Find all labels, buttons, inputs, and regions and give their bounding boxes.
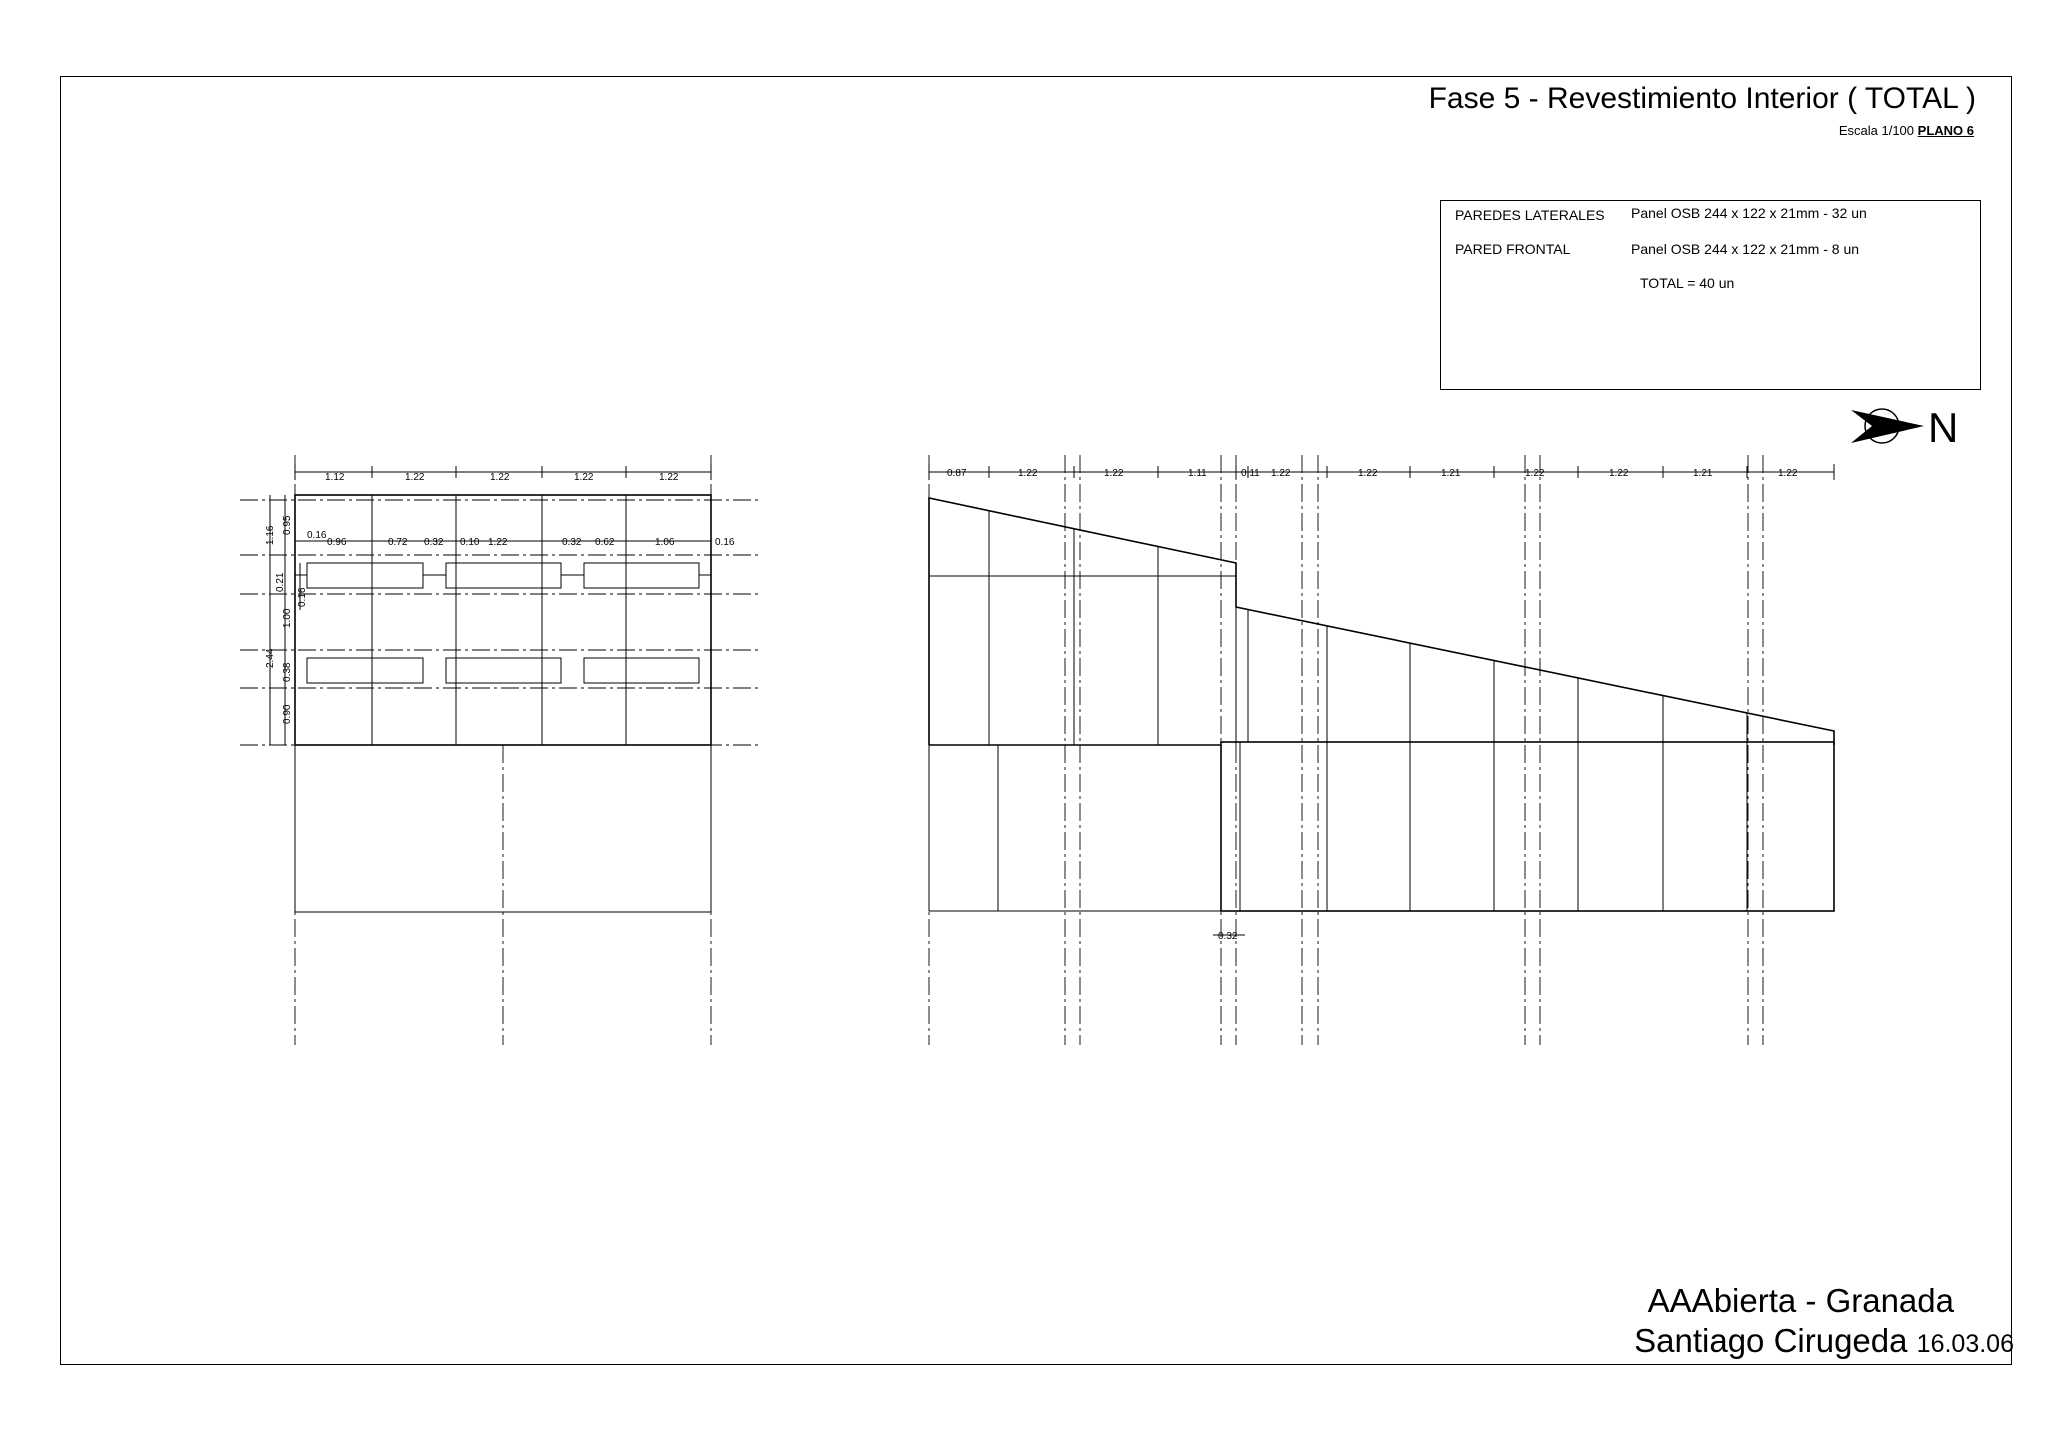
dim-label: 0.87 xyxy=(947,468,967,479)
dim-label: 0.38 xyxy=(282,662,293,682)
footer-project: AAAbierta - Granada xyxy=(1647,1282,1954,1319)
dim-label: 1.22 xyxy=(574,472,594,483)
dim-label: 1.22 xyxy=(1778,468,1798,479)
dim-label: 1.00 xyxy=(282,608,293,628)
drawing-sheet-border xyxy=(60,76,2012,1365)
plan-number: PLANO 6 xyxy=(1917,123,1974,138)
footer-author: Santiago Cirugeda xyxy=(1634,1322,1908,1359)
drawing-title: Fase 5 - Revestimiento Interior ( TOTAL … xyxy=(1428,82,1976,115)
dim-label: 1.22 xyxy=(659,472,679,483)
dim-label: 1.12 xyxy=(325,472,345,483)
north-arrow-icon: N xyxy=(1851,404,1958,451)
dim-label: 0.16 xyxy=(297,587,308,607)
dim-label: 0.95 xyxy=(282,515,293,535)
dim-label: 1.22 xyxy=(1104,468,1124,479)
dim-label: 0.16 xyxy=(715,537,735,548)
footer-author-line: Santiago Cirugeda 16.03.06 xyxy=(1634,1322,2014,1360)
material-label-frontal: PARED FRONTAL xyxy=(1455,241,1571,257)
dim-label: 1.11 xyxy=(1188,468,1207,479)
right-dimension-labels: 0.87 1.22 1.22 1.11 0.11 1.22 1.22 1.21 … xyxy=(947,468,1798,942)
material-spec-lateral: Panel OSB 244 x 122 x 21mm - 32 un xyxy=(1631,205,1867,221)
north-label: N xyxy=(1928,404,1958,451)
dim-label: 0.96 xyxy=(327,537,347,548)
dim-label: 0.16 xyxy=(307,530,327,541)
dim-label: 1.06 xyxy=(655,537,675,548)
dim-label: 0.32 xyxy=(1218,931,1238,942)
dim-label: 1.21 xyxy=(1693,468,1713,479)
material-spec-frontal: Panel OSB 244 x 122 x 21mm - 8 un xyxy=(1631,241,1860,257)
right-elevation xyxy=(928,455,1835,1045)
dim-label: 1.22 xyxy=(405,472,425,483)
left-elevation xyxy=(240,455,760,1045)
dim-label: 1.22 xyxy=(490,472,510,483)
dim-label: 1.22 xyxy=(1271,468,1291,479)
scale-label: Escala 1/100 PLANO 6 xyxy=(1839,123,1974,138)
material-label-lateral: PAREDES LATERALES xyxy=(1455,207,1605,223)
dim-label: 0.21 xyxy=(275,572,286,592)
dim-label: 0.32 xyxy=(424,537,444,548)
dim-label: 0.72 xyxy=(388,537,408,548)
materials-box: PAREDES LATERALES Panel OSB 244 x 122 x … xyxy=(1440,200,1981,390)
dim-label: 1.22 xyxy=(1525,468,1545,479)
scale-text: Escala 1/100 xyxy=(1838,123,1915,138)
left-dimension-labels: 1.12 1.22 1.22 1.22 1.22 0.16 0.96 0.72 … xyxy=(265,472,735,724)
dim-label: 0.11 xyxy=(1241,468,1260,479)
dim-label: 0.90 xyxy=(282,704,293,724)
dim-label: 1.21 xyxy=(1441,468,1461,479)
dim-label: 1.22 xyxy=(1609,468,1629,479)
materials-total: TOTAL = 40 un xyxy=(1640,275,1735,291)
dim-label: 1.22 xyxy=(1018,468,1038,479)
dim-label: 0.10 xyxy=(460,537,480,548)
dim-label: 2.44 xyxy=(265,648,276,668)
dim-label: 0.32 xyxy=(562,537,582,548)
dim-label: 1.22 xyxy=(1358,468,1378,479)
dim-label: 0.62 xyxy=(595,537,615,548)
dim-label: 1.22 xyxy=(488,537,508,548)
dim-label: 1.16 xyxy=(265,525,276,545)
footer-date: 16.03.06 xyxy=(1916,1330,2014,1358)
